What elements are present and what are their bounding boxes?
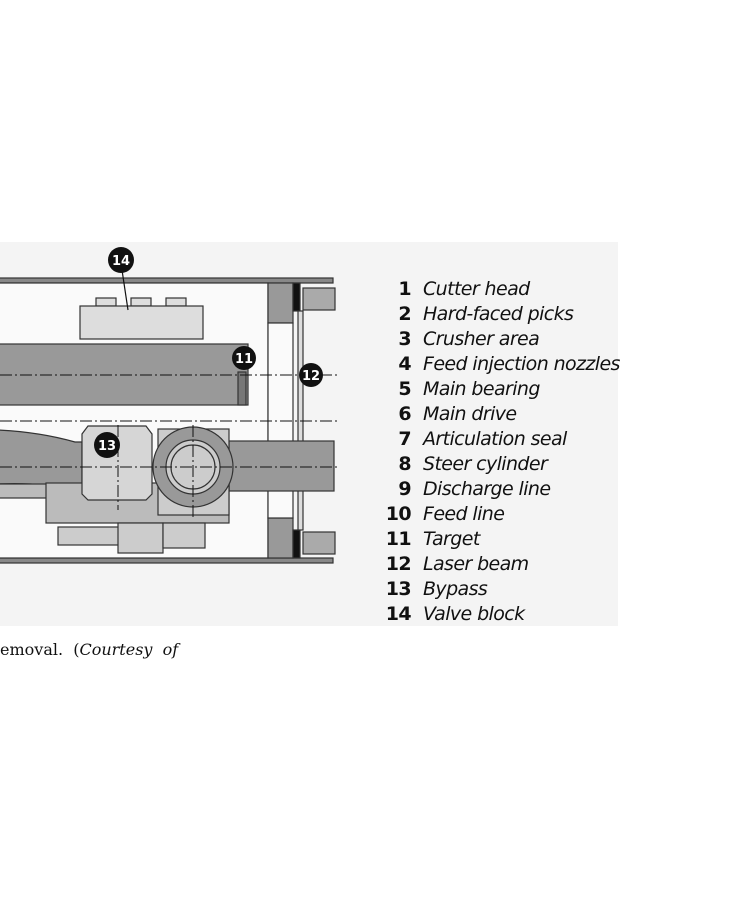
machine-diagram: 14 11 12 13 1 Cutter head 2 Hard-faced pick… xyxy=(0,242,621,626)
legend-number: 11 xyxy=(385,527,412,550)
legend-item: 6 Main drive xyxy=(378,401,620,426)
legend-item: 9 Discharge line xyxy=(378,476,620,501)
diagram-drawing: 14 11 12 13 xyxy=(0,247,338,564)
legend: 1 Cutter head 2 Hard-faced picks 3 Crusher ar… xyxy=(378,276,621,626)
callout-13-label: 13 xyxy=(98,439,116,454)
legend-item: 8 Steer cylinder xyxy=(378,451,620,476)
legend-label: Main bearing xyxy=(423,377,540,400)
legend-number: 10 xyxy=(385,502,412,525)
callout-11 xyxy=(232,346,256,370)
caption-text: emoval. ( xyxy=(0,640,80,659)
legend-item: 7 Articulation seal xyxy=(378,426,620,451)
legend-label: Laser beam xyxy=(423,552,529,575)
shell-bottom xyxy=(0,557,334,564)
legend-number: 2 xyxy=(398,302,411,325)
callout-11-label: 11 xyxy=(235,352,253,367)
callout-12 xyxy=(299,363,323,387)
callout-12-label: 12 xyxy=(302,369,320,384)
legend-label: Valve block xyxy=(423,602,525,625)
legend-number: 5 xyxy=(398,377,411,400)
callout-14-label: 14 xyxy=(112,254,130,269)
legend-label: Hard-faced picks xyxy=(423,302,574,325)
legend-label: Crusher area xyxy=(423,327,540,350)
legend-item: 11 Target xyxy=(378,526,620,551)
legend-label: Steer cylinder xyxy=(423,452,548,475)
discharge-pipe xyxy=(228,440,335,492)
legend-label: Main drive xyxy=(423,402,517,425)
legend-item: 1 Cutter head xyxy=(378,276,620,301)
figure-caption: emoval. (Courtesy of xyxy=(0,640,178,659)
legend-number: 7 xyxy=(398,427,411,450)
callouts: 14 11 12 13 xyxy=(94,247,323,458)
legend-item: 4 Feed injection nozzles xyxy=(378,351,620,376)
legend-item: 2 Hard-faced picks xyxy=(378,301,620,326)
legend-label: Target xyxy=(423,527,480,550)
legend-label: Feed injection nozzles xyxy=(423,352,620,375)
valve-block xyxy=(79,305,204,340)
legend-number: 13 xyxy=(385,577,412,600)
legend-item: 13 Bypass xyxy=(378,576,620,601)
legend-number: 1 xyxy=(398,277,411,300)
legend-label: Articulation seal xyxy=(423,427,567,450)
legend-label: Discharge line xyxy=(423,477,551,500)
shell-top xyxy=(0,277,334,284)
legend-number: 14 xyxy=(385,602,412,625)
caption-italic: Courtesy of xyxy=(79,640,179,659)
callout-13 xyxy=(94,432,120,458)
legend-number: 4 xyxy=(398,352,411,375)
callout-14 xyxy=(108,247,134,273)
legend-number: 6 xyxy=(398,402,411,425)
legend-number: 12 xyxy=(385,552,412,575)
legend-item: 5 Main bearing xyxy=(378,376,620,401)
legend-item: 3 Crusher area xyxy=(378,326,620,351)
legend-label: Bypass xyxy=(423,577,488,600)
legend-number: 9 xyxy=(398,477,411,500)
legend-item: 12 Laser beam xyxy=(378,551,620,576)
legend-number: 8 xyxy=(398,452,411,475)
legend-label: Feed line xyxy=(423,502,505,525)
legend-item: 10 Feed line xyxy=(378,501,620,526)
legend-number: 3 xyxy=(398,327,411,350)
legend-label: Cutter head xyxy=(423,277,530,300)
legend-item: 14 Valve block xyxy=(378,601,620,626)
